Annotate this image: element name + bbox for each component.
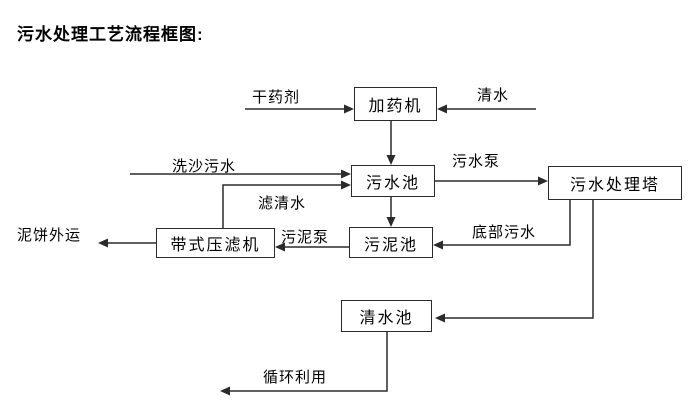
label-mud-cake-out: 泥饼外运 (17, 227, 82, 244)
node-sewage-pool-label: 污水池 (365, 175, 420, 192)
node-sludge-pool: 污泥池 (349, 227, 433, 258)
node-belt-filter-press: 带式压滤机 (156, 228, 275, 258)
edge-clean-water (437, 104, 536, 114)
node-clean-water-pool: 清水池 (341, 300, 432, 332)
node-clean-water-pool-label: 清水池 (359, 310, 414, 327)
edge-recycle (220, 332, 388, 396)
label-clean-water: 清水 (477, 87, 510, 104)
edge-mud-cake-out (98, 238, 156, 248)
label-bottom-sewage: 底部污水 (472, 224, 537, 241)
node-dosing-machine-label: 加药机 (368, 98, 423, 115)
node-dosing-machine: 加药机 (354, 87, 437, 121)
edge-sewage-pump (435, 176, 548, 186)
page-title: 污水处理工艺流程框图: (17, 25, 204, 44)
label-sewage-pump: 污水泵 (452, 153, 501, 170)
node-belt-filter-press-label: 带式压滤机 (170, 237, 261, 254)
edge-filtered-water (222, 180, 351, 228)
label-filtered-water: 滤清水 (258, 195, 307, 212)
edge-dry-agent (245, 104, 354, 114)
edge-sand-washing (130, 169, 351, 179)
edge-sewage-to-sludge (386, 197, 396, 227)
node-sewage-pool: 污水池 (351, 165, 435, 197)
node-treatment-tower: 污水处理塔 (548, 166, 682, 200)
edge-bottom-sewage (433, 200, 571, 250)
node-sludge-pool-label: 污泥池 (363, 236, 418, 254)
edge-sludge-pump (275, 242, 349, 252)
edge-dosing-to-sewage (386, 121, 396, 165)
label-sludge-pump: 污泥泵 (281, 229, 330, 246)
edge-tower-to-clean (435, 200, 594, 323)
node-treatment-tower-label: 污水处理塔 (569, 177, 660, 194)
label-sand-washing-sewage: 洗沙污水 (172, 158, 237, 175)
label-recycle: 循环利用 (263, 369, 328, 386)
label-dry-agent: 干药剂 (252, 89, 301, 106)
